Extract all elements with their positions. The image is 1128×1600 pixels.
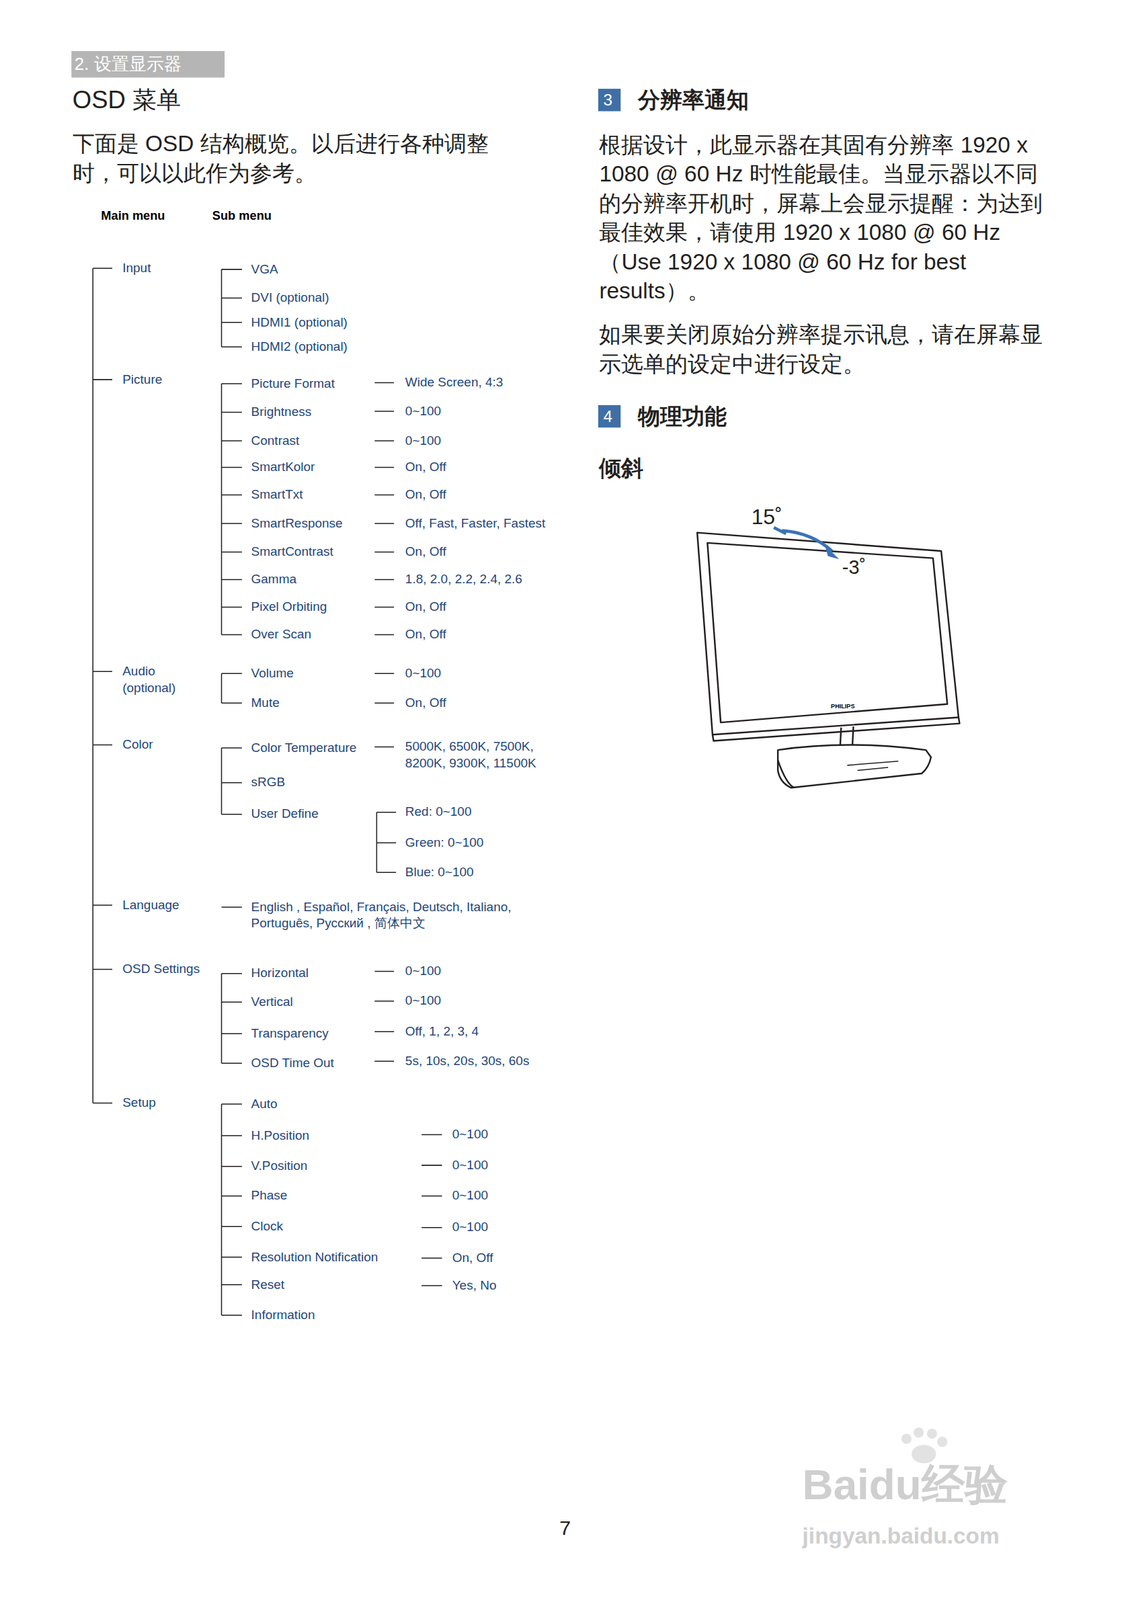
header-band — [71, 51, 225, 78]
menu-item: On, Off — [405, 543, 447, 561]
menu-item: 0~100 — [452, 1219, 489, 1237]
menu-item: Language — [122, 897, 179, 915]
menu-item: Clock — [251, 1218, 284, 1236]
menu-item: 0~100 — [405, 963, 441, 981]
menu-item: Information — [251, 1307, 316, 1325]
section-heading: 分辨率通知 — [637, 85, 749, 115]
angle-label: 15˚ — [751, 503, 783, 532]
menu-item: Reset — [251, 1277, 286, 1295]
menu-item: Off, 1, 2, 3, 4 — [405, 1023, 479, 1041]
menu-item: OSD Time Out — [251, 1055, 335, 1073]
menu-tree-lines — [92, 268, 442, 1316]
section-heading: 物理功能 — [637, 401, 727, 431]
sub-heading: 倾斜 — [598, 453, 644, 483]
menu-item: VGA — [251, 261, 279, 279]
menu-item: Transparency — [251, 1025, 329, 1043]
menu-item: Pixel Orbiting — [251, 598, 328, 616]
watermark: jingyan.baidu.com — [802, 1521, 1000, 1551]
menu-item: SmartResponse — [251, 515, 343, 533]
menu-item: 0~100 — [405, 992, 441, 1010]
column-heading: Main menu — [100, 208, 165, 225]
menu-item: Off, Fast, Faster, Fastest — [405, 515, 546, 533]
section-badge — [598, 405, 621, 428]
menu-item: SmartKolor — [251, 459, 316, 476]
page-title: OSD 菜单 — [72, 84, 181, 116]
menu-item: OSD Settings — [122, 961, 200, 979]
menu-item: Setup — [122, 1095, 156, 1112]
brand-logo: PHILIPS — [830, 703, 855, 712]
menu-item: Vertical — [251, 994, 294, 1012]
menu-item: Volume — [251, 665, 294, 683]
menu-item: Yes, No — [452, 1277, 497, 1295]
column-heading: Sub menu — [212, 208, 272, 225]
menu-item: Auto — [251, 1096, 278, 1114]
menu-item: Phase — [251, 1187, 288, 1205]
menu-item: SmartContrast — [251, 543, 334, 561]
menu-item: User Define — [251, 806, 319, 823]
section-number: 3 — [602, 89, 613, 111]
menu-item: On, Off — [405, 626, 447, 644]
menu-item: Green: 0~100 — [405, 834, 485, 852]
intro-text: 下面是 OSD 结构概览。以后进行各种调整时，可以以此作为参考。 — [72, 129, 528, 188]
menu-item: sRGB — [251, 774, 286, 792]
menu-item: SmartTxt — [251, 486, 304, 504]
menu-item: Color — [122, 736, 153, 754]
tilt-arrow — [773, 527, 839, 560]
menu-item: 5000K, 6500K, 7500K, 8200K, 9300K, 11500… — [405, 738, 559, 772]
menu-item: English , Español, Français, Deutsch, It… — [251, 899, 569, 933]
menu-item: Horizontal — [251, 965, 309, 983]
menu-item: Audio (optional) — [122, 663, 196, 697]
menu-item: On, Off — [405, 695, 447, 712]
watermark-paw — [901, 1427, 948, 1464]
menu-item: DVI (optional) — [251, 289, 330, 307]
body-text: 根据设计，此显示器在其固有分辨率 1920 x 1080 @ 60 Hz 时性能… — [598, 130, 1054, 306]
watermark: Baidu经验 — [802, 1457, 1008, 1514]
menu-item: Input — [122, 260, 151, 277]
menu-item: Wide Screen, 4:3 — [405, 374, 504, 392]
section-number: 4 — [602, 406, 613, 428]
section-badge — [598, 88, 621, 111]
menu-item: On, Off — [452, 1250, 494, 1268]
menu-item: Picture — [122, 371, 163, 389]
menu-item: 0~100 — [405, 432, 441, 450]
menu-item: On, Off — [405, 486, 447, 504]
menu-item: Red: 0~100 — [405, 803, 472, 821]
menu-item: HDMI2 (optional) — [251, 338, 348, 356]
section-header: 2. 设置显示器 — [74, 53, 182, 76]
menu-item: V.Position — [251, 1158, 308, 1176]
menu-item: 5s, 10s, 20s, 30s, 60s — [405, 1053, 530, 1071]
menu-item: HDMI1 (optional) — [251, 314, 348, 332]
body-text: 如果要关闭原始分辨率提示讯息，请在屏幕显示选单的设定中进行设定。 — [598, 319, 1054, 379]
menu-item: H.Position — [251, 1128, 310, 1145]
menu-item: Picture Format — [251, 375, 335, 393]
monitor-illustration — [697, 533, 960, 789]
menu-item: Mute — [251, 695, 280, 712]
menu-item: Resolution Notification — [251, 1249, 379, 1267]
menu-item: 1.8, 2.0, 2.2, 2.4, 2.6 — [405, 571, 523, 589]
menu-item: Blue: 0~100 — [405, 864, 474, 882]
menu-item: 0~100 — [452, 1126, 489, 1144]
menu-item: 0~100 — [452, 1187, 489, 1205]
angle-label: -3˚ — [842, 555, 866, 581]
menu-item: 0~100 — [452, 1157, 489, 1175]
menu-item: 0~100 — [405, 403, 441, 421]
menu-item: 0~100 — [405, 665, 441, 683]
page-number: 7 — [559, 1515, 571, 1542]
menu-item: Gamma — [251, 571, 297, 589]
menu-item: On, Off — [405, 598, 447, 616]
menu-item: On, Off — [405, 459, 447, 476]
menu-item: Contrast — [251, 432, 300, 450]
menu-item: Brightness — [251, 404, 312, 421]
menu-item: Color Temperature — [251, 740, 357, 757]
menu-item: Over Scan — [251, 626, 312, 644]
